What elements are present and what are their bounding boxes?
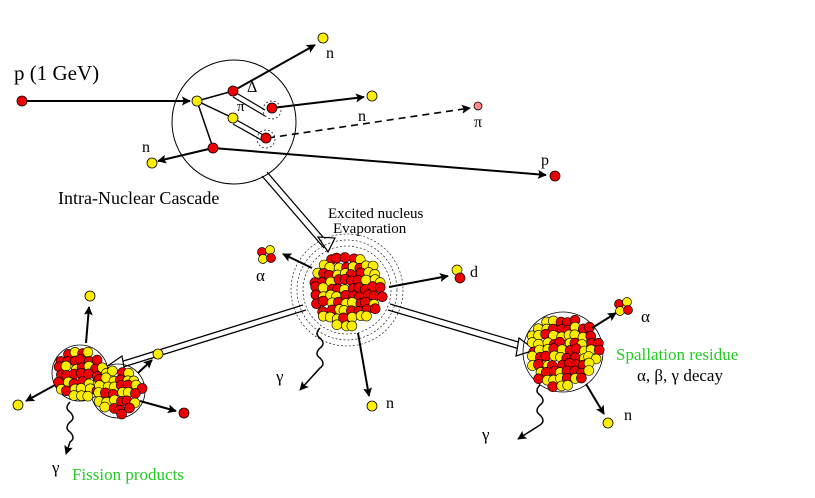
nucleon: [583, 365, 595, 376]
nucleon: [331, 319, 343, 331]
excited-nucleus-label: Excited nucleus: [328, 206, 424, 222]
fission-products-label: Fission products: [72, 465, 184, 484]
pion-label-inner: π: [237, 99, 245, 115]
spallation-tracks: [517, 312, 617, 440]
nucleon: [116, 408, 127, 420]
gamma-label-spallation: γ: [481, 425, 490, 444]
transition-to-fission: [104, 304, 307, 374]
proton-energy-label: p (1 GeV): [14, 61, 99, 85]
fission-tracks: [25, 306, 177, 455]
nucleon: [376, 291, 388, 303]
excited-nucleus: [309, 252, 388, 332]
nucleon: [82, 346, 94, 358]
incoming-proton: [16, 95, 191, 107]
nucleon: [82, 390, 94, 402]
intra-nuclear-cascade-label: Intra-Nuclear Cascade: [58, 188, 219, 208]
alpha-label-evap: α: [256, 266, 265, 285]
nucleon: [369, 303, 381, 315]
neutron-fission-top: [84, 290, 96, 302]
cascade-tracks: [196, 90, 282, 149]
pion-label-outer: π: [474, 114, 482, 131]
evaporation-label: Evaporation: [333, 221, 407, 237]
nucleon: [339, 252, 351, 263]
neutron-label-top: n: [326, 45, 334, 62]
nucleon: [374, 282, 386, 293]
neutron-fission-right: [152, 348, 164, 360]
neutron-spallation: [602, 417, 614, 429]
nucleon: [99, 401, 111, 413]
alpha-particle-evap: [257, 245, 276, 264]
cascade-particles: [146, 32, 561, 182]
spallation-residue-nucleus: [526, 314, 605, 393]
transition-cascade-to-excited: [261, 171, 336, 254]
nucleon: [124, 402, 135, 414]
nucleon: [361, 310, 372, 322]
excited-nucleus-halo: [290, 233, 404, 347]
neutron-evap: [366, 400, 378, 412]
neutron-label-mid: n: [358, 108, 366, 125]
deuteron-label: d: [470, 264, 478, 281]
nucleon: [562, 379, 574, 391]
proton-fission-right: [178, 407, 190, 419]
nucleon: [107, 365, 118, 377]
alpha-label-spallation: α: [641, 307, 650, 326]
cascade-nucleus: [171, 59, 297, 185]
deuteron-particle: [451, 264, 466, 284]
proton-label-out: p: [541, 152, 549, 169]
fission-fragment-2: [93, 365, 148, 420]
nucleon: [576, 372, 587, 384]
nucleon: [547, 381, 559, 393]
neutron-label-left: n: [142, 139, 150, 156]
neutron-label-spallation: n: [624, 407, 632, 424]
evaporation-tracks: [282, 253, 449, 397]
cascade-outgoing-tracks: [157, 44, 547, 179]
neutron-label-evap: n: [386, 395, 394, 412]
delta-label: Δ: [247, 79, 257, 96]
nucleon: [317, 295, 329, 307]
spallation-residue-label: Spallation residue: [616, 345, 738, 364]
nucleon: [346, 320, 358, 332]
gamma-label-fission: γ: [51, 458, 60, 477]
neutron-fission-left: [12, 399, 24, 411]
decay-label: α, β, γ decay: [637, 366, 723, 385]
nucleon: [60, 360, 72, 372]
transition-to-spallation: [387, 303, 537, 357]
nucleon: [130, 388, 141, 399]
alpha-particle-spallation: [614, 297, 633, 316]
nucleon: [593, 344, 605, 356]
gamma-label-evap: γ: [275, 367, 284, 386]
nucleon: [533, 373, 545, 385]
